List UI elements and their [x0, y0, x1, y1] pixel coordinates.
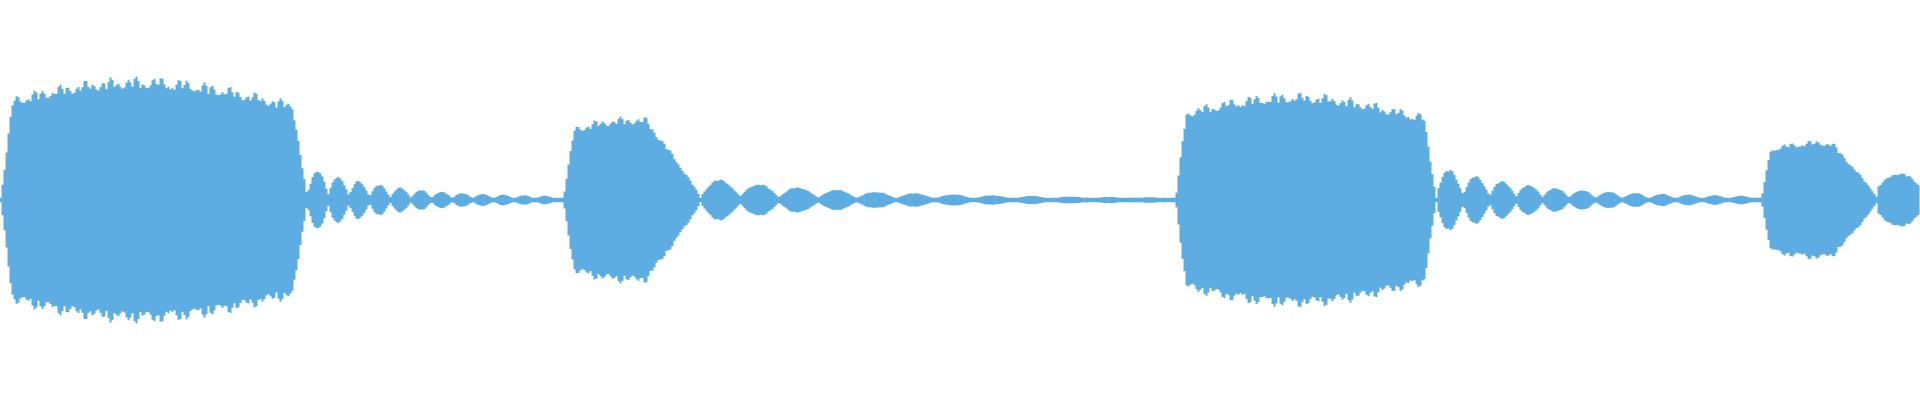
waveform-bars: [0, 76, 1920, 324]
